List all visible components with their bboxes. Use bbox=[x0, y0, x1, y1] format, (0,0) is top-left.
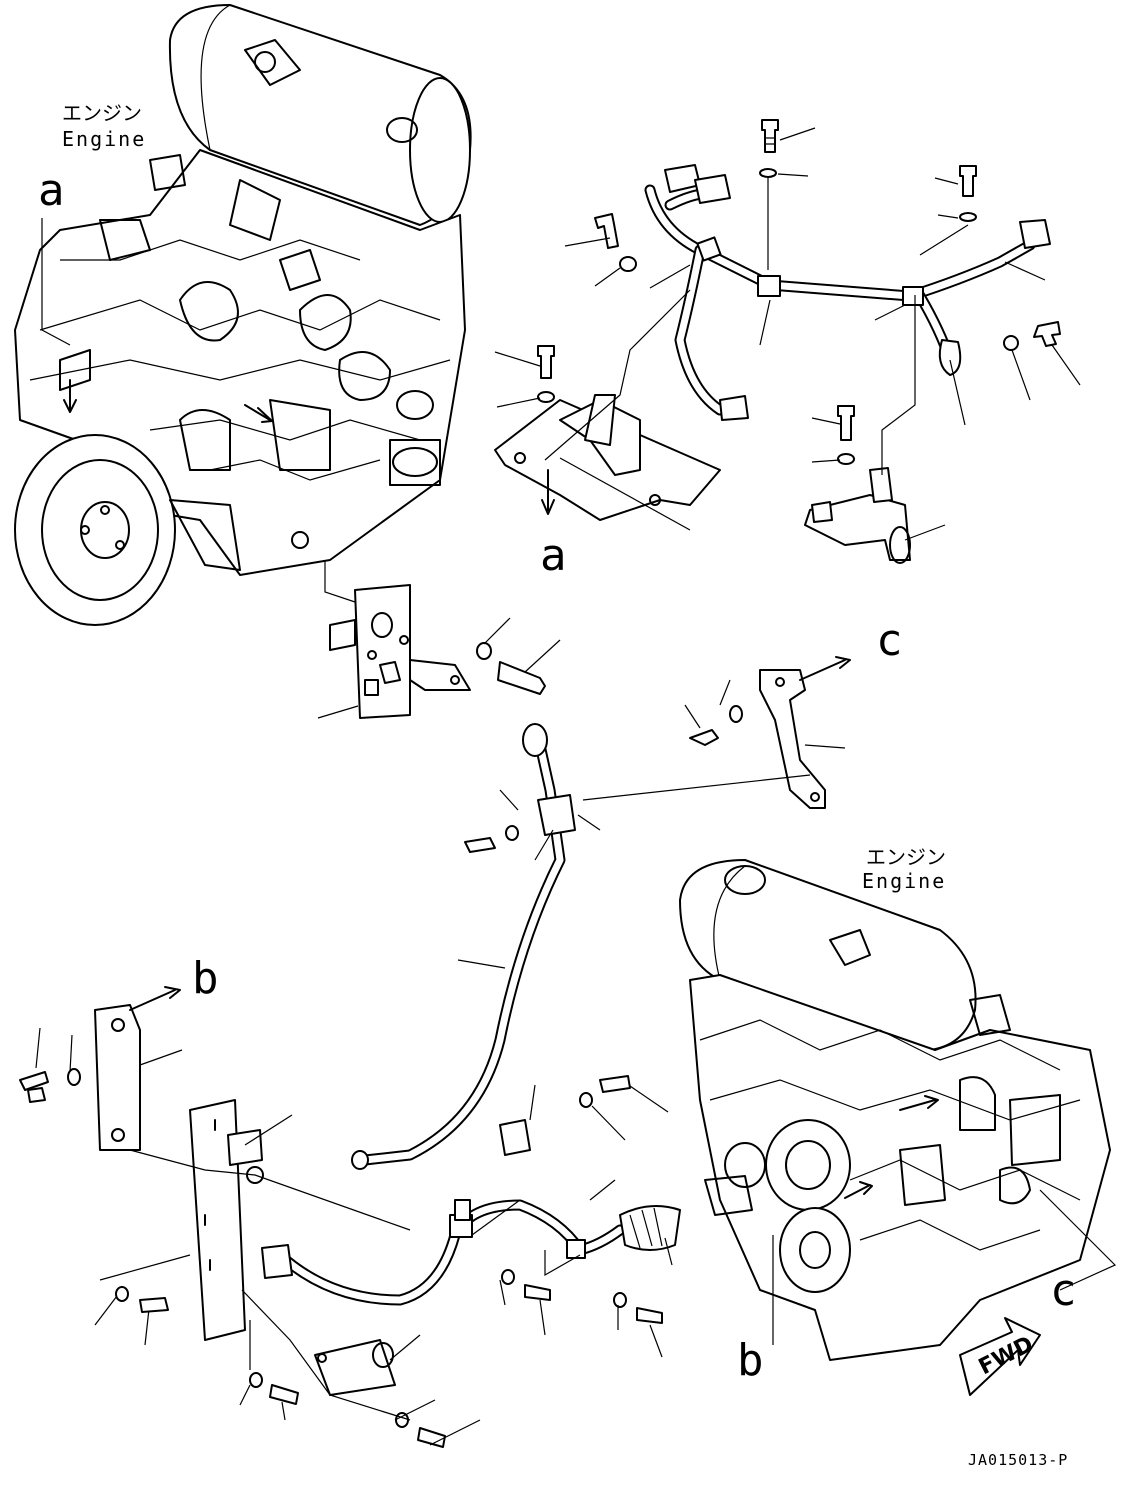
engine-label-en-bottom: Engine bbox=[862, 869, 946, 893]
engine-label-en-top: Engine bbox=[62, 127, 146, 151]
view-label-c-arrow: c bbox=[876, 615, 903, 666]
drawing-code: JA015013-P bbox=[968, 1451, 1068, 1469]
bracket-b bbox=[19, 986, 411, 1346]
view-label-c-engine: c bbox=[1050, 1265, 1077, 1316]
view-label-b-arrow: b bbox=[192, 953, 219, 1004]
view-label-b-engine: b bbox=[737, 1335, 764, 1386]
view-label-a-bracket: a bbox=[540, 530, 567, 581]
harness-assembly-top bbox=[494, 119, 1081, 564]
harness-assembly-bottom bbox=[261, 1119, 681, 1306]
hose-assembly bbox=[351, 723, 811, 1170]
fastener-group-bottom bbox=[115, 1075, 673, 1448]
bracket-c bbox=[684, 656, 851, 809]
engine-bottom-right bbox=[679, 859, 1117, 1396]
engine-label-jp-bottom: エンジン bbox=[866, 845, 946, 869]
bolt-group bbox=[537, 119, 1061, 441]
view-label-a-top: a bbox=[38, 165, 65, 216]
engine-top-left bbox=[14, 4, 472, 626]
engine-label-jp-top: エンジン bbox=[62, 101, 142, 125]
mounting-plate-mid bbox=[317, 560, 561, 719]
